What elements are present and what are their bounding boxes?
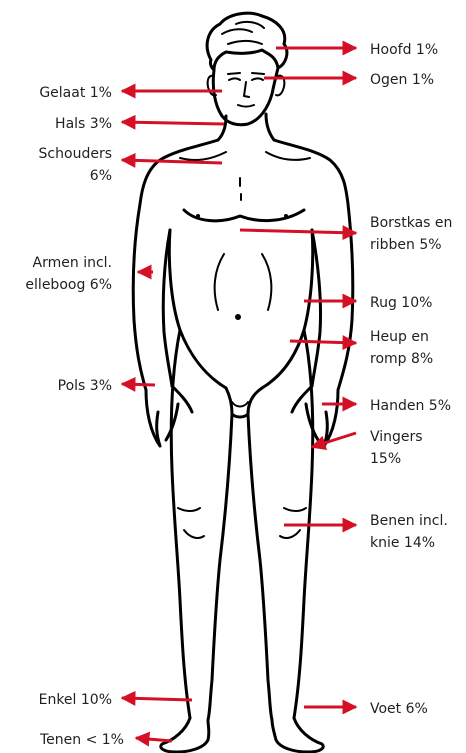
label-heup-line2: romp 8% [370, 351, 433, 367]
label-tenen: Tenen < 1% [39, 732, 124, 748]
label-enkel: Enkel 10% [39, 692, 112, 708]
arrow-schouders [122, 160, 222, 163]
label-pols: Pols 3% [58, 378, 112, 394]
left-leg-outline [171, 330, 232, 720]
label-gelaat: Gelaat 1% [39, 85, 112, 101]
labels: Hoofd 1% Ogen 1% Borstkas en ribben 5% R… [25, 42, 452, 748]
label-hals: Hals 3% [55, 116, 112, 132]
label-armen-line1: Armen incl. [33, 255, 112, 271]
right-foot-outline [272, 718, 323, 752]
label-hoofd: Hoofd 1% [370, 42, 438, 58]
label-schouders-line1: Schouders [39, 146, 112, 162]
label-armen-line2: elleboog 6% [25, 277, 112, 293]
label-schouders-line2: 6% [90, 168, 112, 184]
label-ogen: Ogen 1% [370, 72, 434, 88]
label-benen-line2: knie 14% [370, 535, 435, 551]
label-borstkas-line1: Borstkas en [370, 215, 452, 231]
arrow-heup [290, 341, 356, 343]
eyes [228, 73, 264, 80]
label-voet: Voet 6% [370, 701, 428, 717]
left-arm-outline [133, 204, 172, 390]
arrow-enkel [122, 698, 192, 700]
arrow-pols [122, 384, 155, 385]
label-heup-line1: Heup en [370, 329, 429, 345]
label-rug: Rug 10% [370, 295, 432, 311]
label-arrows [122, 48, 356, 741]
label-benen-line1: Benen incl. [370, 513, 448, 529]
right-hand-outline [292, 386, 338, 446]
arrow-tenen [136, 738, 172, 741]
neck-outline [218, 114, 274, 140]
label-borstkas-line2: ribben 5% [370, 237, 442, 253]
left-hand-outline [146, 386, 192, 446]
label-vingers-line1: Vingers [370, 429, 423, 445]
arrow-hals [122, 122, 224, 124]
torso-outline [140, 140, 348, 204]
label-vingers-line2: 15% [370, 451, 401, 467]
left-foot-outline [161, 718, 209, 752]
label-handen: Handen 5% [370, 398, 451, 414]
arrow-borstkas [240, 230, 356, 233]
